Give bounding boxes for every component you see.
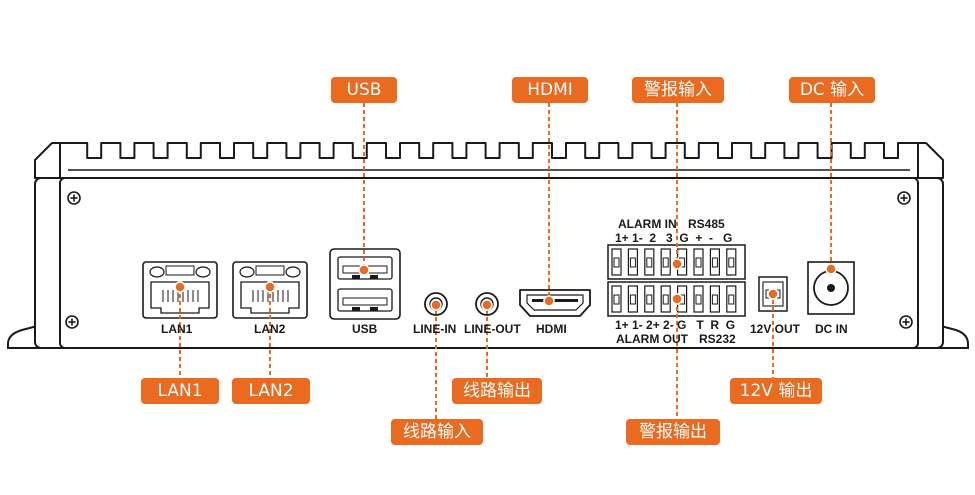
terminal-pin: [709, 248, 721, 276]
screw-icon: [899, 315, 913, 329]
alarm-out-pin-labels: 1+ 1- 2+ 2- G T R G: [615, 318, 736, 332]
leader-lines: [179, 103, 832, 419]
terminal-pin: [611, 248, 622, 276]
dc-in-panel-label: DC IN: [815, 322, 848, 336]
heatsink-outline: [34, 142, 61, 179]
v12-out-panel-label: 12V OUT: [750, 322, 801, 336]
lan2-panel-label: LAN2: [254, 322, 286, 336]
terminal-pin: [627, 248, 639, 276]
terminal-pin: [611, 285, 622, 313]
alarm-out-panel-label: ALARM OUT: [616, 332, 688, 346]
callout-dc-in: DC 输入: [789, 77, 875, 103]
screw-icon: [65, 315, 79, 329]
callout-hdmi: HDMI: [512, 77, 588, 103]
alarm-in-panel-label: ALARM IN: [618, 217, 677, 231]
hdmi-port: [519, 289, 591, 317]
hdmi-panel-label: HDMI: [536, 322, 567, 336]
v12-out-connector: [758, 276, 788, 312]
callout-alarm-out: 警报输出: [626, 419, 720, 445]
terminal-pin: [660, 285, 671, 313]
line-in-panel-label: LINE-IN: [413, 322, 457, 336]
callout-usb: USB: [331, 77, 397, 103]
usb-panel-label: USB: [352, 322, 378, 336]
rs232-panel-label: RS232: [699, 332, 736, 346]
screw-icon: [67, 191, 81, 205]
terminal-pin: [693, 248, 704, 276]
rs485-panel-label: RS485: [688, 217, 725, 231]
terminal-pin: [693, 285, 704, 313]
terminal-pin: [709, 285, 721, 313]
screw-icon: [897, 191, 911, 205]
target-dots: [174, 258, 837, 311]
lan1-panel-label: LAN1: [161, 322, 193, 336]
callout-line-in: 线路输入: [391, 419, 483, 445]
terminal-pin: [660, 248, 671, 276]
terminal-pin: [726, 285, 737, 313]
callout-alarm-in: 警报输入: [632, 77, 724, 103]
callout-lan2: LAN2: [232, 378, 310, 404]
terminal-pin: [644, 285, 655, 313]
heatsink-comb: [59, 142, 919, 178]
terminal-pin: [726, 248, 737, 276]
line-out-panel-label: LINE-OUT: [464, 322, 521, 336]
callout-12v-out: 12V 输出: [730, 378, 822, 404]
callout-line-out: 线路输出: [452, 378, 542, 404]
callout-lan1: LAN1: [141, 378, 219, 404]
alarm-in-pin-labels: 1+ 1- 2 3 G + - G: [615, 231, 733, 245]
terminal-pin: [627, 285, 639, 313]
heatsink-outline-right: [917, 142, 944, 179]
terminal-pin: [644, 248, 655, 276]
heatsink-fins: [59, 142, 919, 178]
